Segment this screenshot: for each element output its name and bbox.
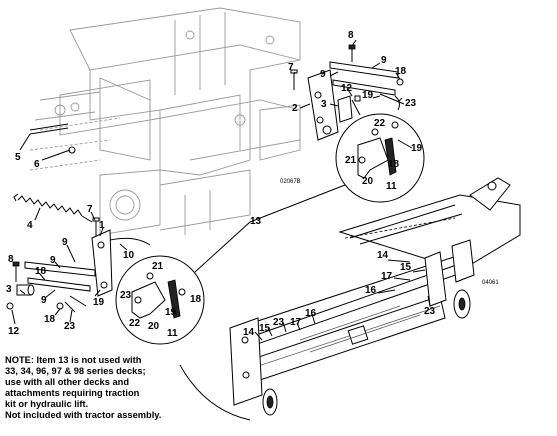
callout-23: 23	[120, 290, 132, 301]
reference-code: 04061	[482, 280, 499, 286]
detail-circle-upper	[335, 113, 425, 203]
callout-3: 3	[6, 284, 12, 295]
callout-9: 9	[50, 255, 56, 266]
callout-22: 22	[129, 318, 141, 329]
callout-19: 19	[165, 307, 177, 318]
callout-labels: 8 9 9 7 18 2 12 3 19 23 22 19 21 18 20 1…	[6, 30, 499, 339]
callout-3: 3	[321, 99, 327, 110]
callout-18: 18	[388, 159, 400, 170]
callout-21: 21	[345, 155, 357, 166]
callout-23: 23	[64, 321, 76, 332]
callout-18: 18	[190, 294, 202, 305]
callout-12: 12	[8, 326, 20, 337]
callout-4: 4	[27, 220, 33, 231]
note-line: use with all other decks and	[5, 376, 129, 387]
note-line: 33, 34, 96, 97 & 98 series decks;	[5, 365, 146, 376]
callout-7: 7	[288, 62, 294, 73]
callout-9: 9	[381, 55, 387, 66]
item-13-leaders	[194, 184, 346, 273]
callout-14: 14	[243, 327, 255, 338]
upper-linkage-parts	[290, 44, 405, 141]
callout-17: 17	[290, 317, 302, 328]
callout-14: 14	[377, 250, 389, 261]
callout-20: 20	[362, 176, 374, 187]
callout-16: 16	[305, 308, 317, 319]
detail-circle-lower	[115, 255, 205, 345]
callout-9: 9	[62, 237, 68, 248]
callout-23: 23	[405, 98, 417, 109]
callout-19: 19	[93, 297, 105, 308]
callout-8: 8	[348, 30, 354, 41]
callout-11: 11	[386, 181, 397, 192]
callout-6: 6	[34, 159, 40, 170]
callout-15: 15	[259, 323, 271, 334]
note-line: NOTE: Item 13 is not used with	[5, 355, 142, 365]
callout-23: 23	[424, 306, 436, 317]
callout-10: 10	[123, 250, 135, 261]
callout-16: 16	[365, 285, 377, 296]
callout-19: 19	[362, 90, 374, 101]
callout-21: 21	[152, 261, 164, 272]
reference-code: 02067B	[280, 179, 301, 185]
callout-18: 18	[395, 66, 407, 77]
callout-15: 15	[400, 262, 412, 273]
callout-23: 23	[273, 317, 285, 328]
callout-18: 18	[35, 266, 47, 277]
item-13-note: NOTE: Item 13 is not used with 33, 34, 9…	[5, 355, 205, 420]
note-line: kit or hydraulic lift.	[5, 398, 89, 409]
callout-17: 17	[381, 271, 393, 282]
leader-lines	[11, 39, 431, 341]
note-line: Not included with tractor assembly.	[5, 409, 162, 420]
left-linkage-parts	[6, 123, 151, 313]
callout-19: 19	[411, 143, 423, 154]
callout-5: 5	[15, 152, 21, 163]
callout-20: 20	[148, 321, 160, 332]
callout-2: 2	[292, 103, 298, 114]
callout-22: 22	[374, 118, 386, 129]
callout-1: 1	[99, 220, 105, 231]
callout-18: 18	[44, 314, 56, 325]
callout-9: 9	[41, 295, 47, 306]
tractor-frame	[29, 7, 301, 236]
callout-12: 12	[341, 83, 353, 94]
note-line: attachments requiring traction	[5, 387, 140, 398]
callout-13: 13	[250, 216, 262, 227]
callout-9: 9	[320, 69, 326, 80]
callout-7: 7	[87, 204, 93, 215]
callout-8: 8	[8, 254, 14, 265]
callout-11: 11	[167, 328, 178, 339]
mower-deck-assembly	[179, 177, 521, 421]
